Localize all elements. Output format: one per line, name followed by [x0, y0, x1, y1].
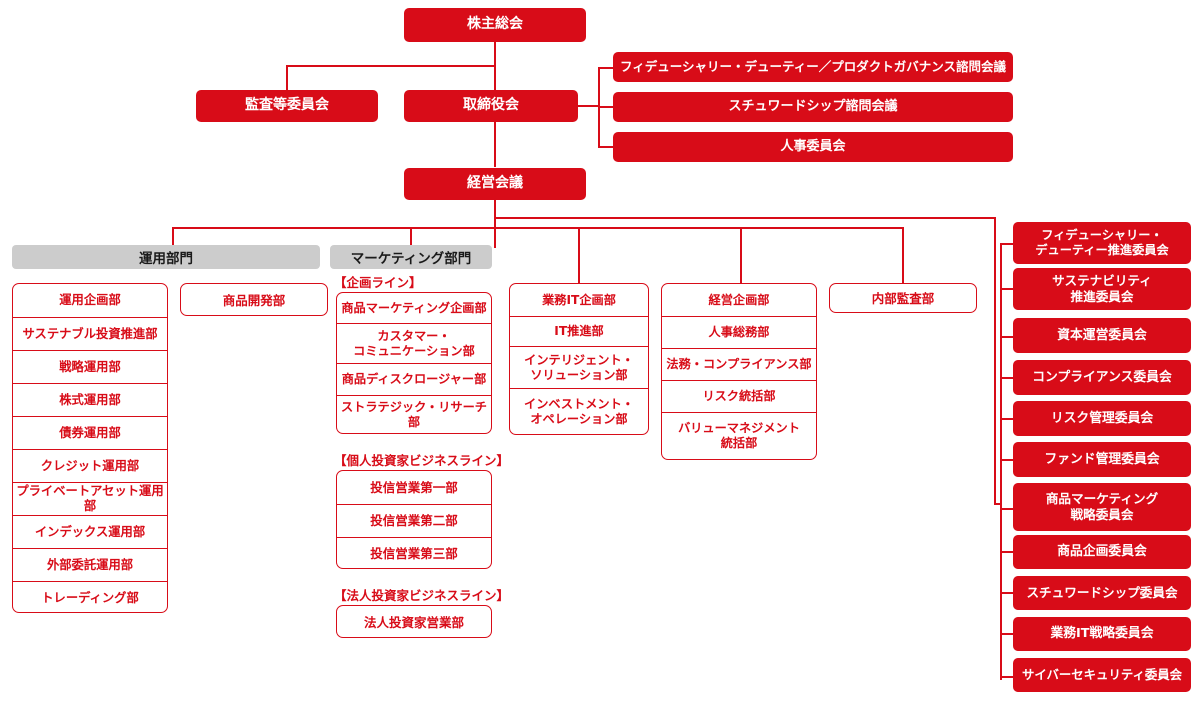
stack-corporate-departments: 経営企画部人事総務部法務・コンプライアンス部リスク統括部バリューマネジメント統括…	[661, 283, 817, 460]
dept-investment-8[interactable]: 外部委託運用部	[13, 548, 167, 581]
stack-marketing-line-1: 投信営業第一部投信営業第二部投信営業第三部	[336, 470, 492, 569]
box-advisory-council-0[interactable]: フィデューシャリー・デューティー／プロダクトガバナンス諮問会議	[613, 52, 1013, 82]
connector-committee-stub-8	[1000, 592, 1014, 594]
marketing-line-label-0: 【企画ライン】	[334, 275, 422, 290]
dept-marketing-plan-3[interactable]: ストラテジック・リサーチ部	[337, 395, 491, 433]
connector-committee-feed-join	[994, 503, 1002, 505]
connector-committee-spine	[1000, 243, 1002, 680]
connector-audit-bus	[286, 65, 496, 67]
connector-board-to-management	[494, 122, 496, 167]
dept-investment-1[interactable]: サステナブル投資推進部	[13, 317, 167, 350]
dept-investment-9[interactable]: トレーディング部	[13, 581, 167, 612]
stack-marketing-line-2: 法人投資家営業部	[336, 605, 492, 638]
connector-committee-stub-3	[1000, 377, 1014, 379]
box-management-meeting[interactable]: 経営会議	[404, 168, 586, 200]
connector-committee-stub-2	[1000, 336, 1014, 338]
marketing-line-label-2: 【法人投資家ビジネスライン】	[334, 588, 510, 603]
connector-col-investment	[172, 227, 174, 248]
committee-box-5[interactable]: ファンド管理委員会	[1013, 442, 1191, 477]
box-audit-committee[interactable]: 監査等委員会	[196, 90, 378, 122]
committee-box-6[interactable]: 商品マーケティング戦略委員会	[1013, 483, 1191, 531]
dept-internal-audit-0[interactable]: 内部監査部	[871, 291, 935, 307]
connector-committee-stub-6	[1000, 508, 1014, 510]
connector-committee-feed	[994, 217, 996, 505]
connector-audit-down	[286, 65, 288, 90]
connector-col-marketing	[410, 227, 412, 248]
committee-box-10[interactable]: サイバーセキュリティ委員会	[1013, 658, 1191, 692]
dept-it-1[interactable]: IT推進部	[510, 316, 648, 346]
connector-committee-stub-9	[1000, 633, 1014, 635]
dept-corporate-1[interactable]: 人事総務部	[662, 316, 816, 348]
dept-investment-5[interactable]: クレジット運用部	[13, 449, 167, 482]
committee-box-0[interactable]: フィデューシャリー・デューティー推進委員会	[1013, 222, 1191, 264]
connector-main-bus	[172, 227, 904, 229]
dept-investment-6[interactable]: プライベートアセット運用部	[13, 482, 167, 515]
stack-marketing-line-0: 商品マーケティング企画部カスタマー・コミュニケーション部商品ディスクロージャー部…	[336, 292, 492, 434]
connector-col-corporate	[740, 227, 742, 283]
committee-box-1[interactable]: サステナビリティ推進委員会	[1013, 268, 1191, 310]
dept-marketing-retail-0[interactable]: 投信営業第一部	[370, 479, 458, 495]
connector-col-it	[578, 227, 580, 283]
connector-committee-stub-10	[1000, 676, 1014, 678]
committee-box-7[interactable]: 商品企画委員会	[1013, 535, 1191, 569]
dept-investment-7[interactable]: インデックス運用部	[13, 515, 167, 548]
dept-marketing-retail-1[interactable]: 投信営業第二部	[337, 504, 491, 537]
dept-marketing-plan-2[interactable]: 商品ディスクロージャー部	[337, 363, 491, 395]
dept-it-3[interactable]: インベストメント・オペレーション部	[510, 388, 648, 434]
dept-product-0[interactable]: 商品開発部	[222, 292, 286, 308]
dept-corporate-4[interactable]: バリューマネジメント統括部	[662, 412, 816, 459]
division-header-investment: 運用部門	[12, 245, 320, 269]
box-advisory-council-2[interactable]: 人事委員会	[613, 132, 1013, 162]
connector-committee-stub-7	[1000, 551, 1014, 553]
dept-it-0[interactable]: 業務IT企画部	[542, 292, 616, 307]
dept-corporate-0[interactable]: 経営企画部	[708, 292, 770, 307]
dept-marketing-retail-2[interactable]: 投信営業第三部	[337, 537, 491, 568]
connector-management-to-committees	[494, 217, 996, 219]
stack-product-development: 商品開発部	[180, 283, 328, 316]
dept-investment-2[interactable]: 戦略運用部	[13, 350, 167, 383]
stack-it-departments: 業務IT企画部 IT推進部インテリジェント・ソリューション部インベストメント・オペ…	[509, 283, 649, 435]
marketing-line-label-1: 【個人投資家ビジネスライン】	[334, 453, 510, 468]
box-shareholders-meeting[interactable]: 株主総会	[404, 8, 586, 42]
connector-advisory-stub-2	[598, 146, 614, 148]
connector-committee-stub-4	[1000, 418, 1014, 420]
dept-corporate-3[interactable]: リスク統括部	[662, 380, 816, 412]
connector-shareholders-down	[494, 42, 496, 66]
dept-marketing-plan-0[interactable]: 商品マーケティング企画部	[341, 300, 487, 315]
box-board-of-directors[interactable]: 取締役会	[404, 90, 578, 122]
dept-investment-4[interactable]: 債券運用部	[13, 416, 167, 449]
dept-marketing-institutional-0[interactable]: 法人投資家営業部	[363, 614, 464, 630]
dept-marketing-plan-1[interactable]: カスタマー・コミュニケーション部	[337, 323, 491, 363]
dept-investment-3[interactable]: 株式運用部	[13, 383, 167, 416]
connector-committee-stub-1	[1000, 288, 1014, 290]
committee-box-4[interactable]: リスク管理委員会	[1013, 401, 1191, 436]
division-header-marketing: マーケティング部門	[330, 245, 492, 269]
dept-corporate-2[interactable]: 法務・コンプライアンス部	[662, 348, 816, 380]
dept-it-2[interactable]: インテリジェント・ソリューション部	[510, 346, 648, 388]
stack-internal-audit: 内部監査部	[829, 283, 977, 313]
connector-board-right	[578, 105, 600, 107]
committee-box-2[interactable]: 資本運営委員会	[1013, 318, 1191, 353]
box-advisory-council-1[interactable]: スチュワードシップ諮問会議	[613, 92, 1013, 122]
connector-col-audit	[902, 227, 904, 283]
connector-management-down	[494, 200, 496, 248]
connector-board-down	[494, 65, 496, 90]
committee-box-3[interactable]: コンプライアンス委員会	[1013, 360, 1191, 395]
committee-box-8[interactable]: スチュワードシップ委員会	[1013, 576, 1191, 610]
connector-committee-stub-5	[1000, 459, 1014, 461]
connector-advisory-stub-0	[598, 67, 614, 69]
dept-investment-0[interactable]: 運用企画部	[59, 293, 121, 307]
connector-committee-stub-0	[1000, 243, 1014, 245]
stack-investment-departments: 運用企画部サステナブル投資推進部戦略運用部株式運用部債券運用部クレジット運用部プ…	[12, 283, 168, 613]
connector-advisory-stub-1	[598, 106, 614, 108]
committee-box-9[interactable]: 業務IT戦略委員会	[1013, 617, 1191, 651]
